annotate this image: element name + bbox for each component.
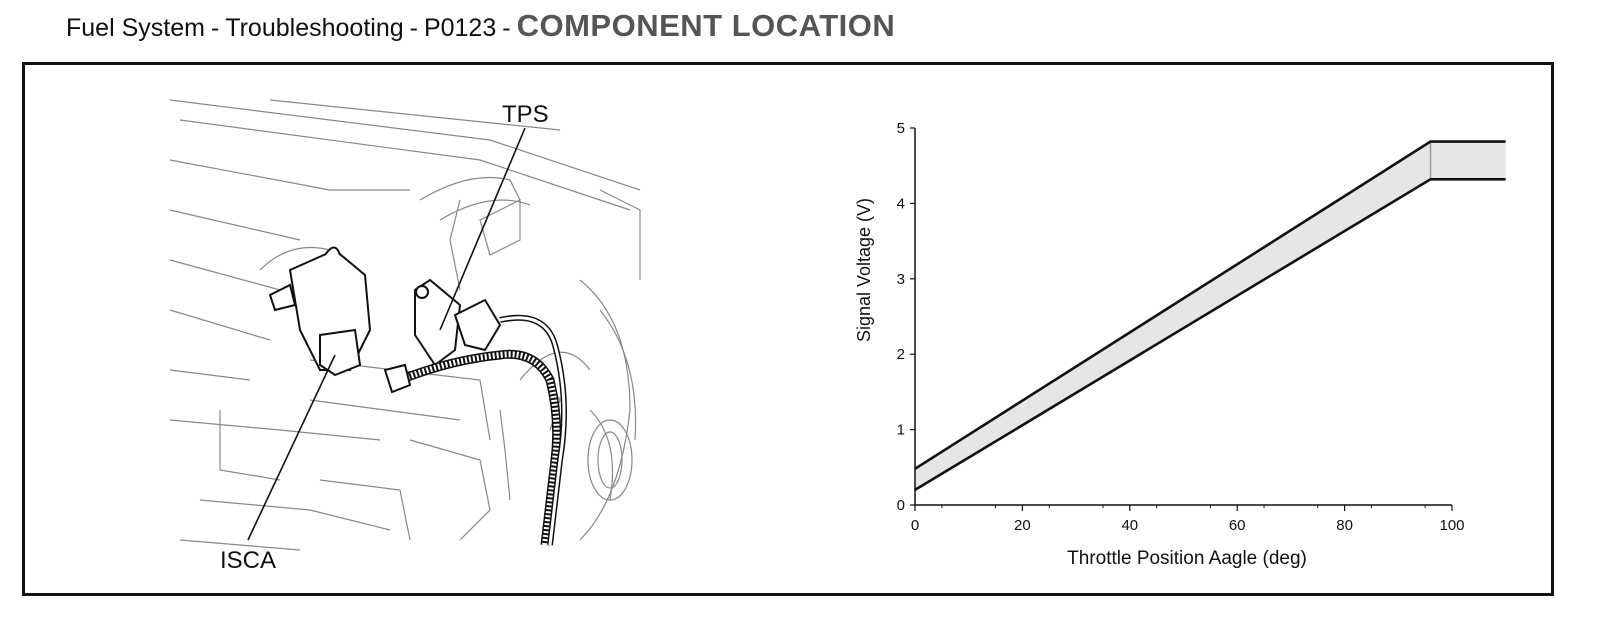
upper-limit-line <box>914 140 1506 470</box>
header-separator: - <box>409 14 418 42</box>
tps-sensor <box>414 278 502 367</box>
header-code: P0123 <box>423 14 497 42</box>
signal-voltage-chart: 0 20 40 60 80 100 0 1 2 3 4 5 Signal Voltage (V) Th… <box>854 120 1506 569</box>
leader-lines <box>247 127 526 541</box>
y-tick-label: 1 <box>897 422 905 439</box>
tolerance-band-fill <box>915 141 1506 490</box>
lower-limit-line <box>914 177 1506 492</box>
x-tick-label: 0 <box>911 517 919 534</box>
series-lines <box>914 140 1506 492</box>
y-tick-label: 0 <box>897 497 905 514</box>
x-tick-label: 80 <box>1336 517 1353 534</box>
y-axis-label: Signal Voltage (V) <box>854 198 874 342</box>
engine-background-drawing <box>169 99 641 551</box>
x-axis-label: Throttle Position Aagle (deg) <box>1067 548 1307 569</box>
chart-ticks: 0 20 40 60 80 100 0 1 2 3 4 5 <box>897 120 1465 534</box>
x-tick-label: 60 <box>1229 517 1246 534</box>
x-tick-label: 100 <box>1439 517 1464 534</box>
tolerance-band <box>915 141 1506 490</box>
header-separator: - <box>210 14 220 42</box>
tps-label: TPS <box>502 101 549 128</box>
content-frame <box>22 62 1554 596</box>
y-tick-label: 5 <box>897 120 905 137</box>
y-tick-label: 4 <box>897 195 905 212</box>
isca-actuator <box>268 246 372 377</box>
header-section: Fuel System <box>66 14 205 42</box>
isca-label: ISCA <box>220 547 276 574</box>
x-tick-label: 40 <box>1121 517 1138 534</box>
x-tick-label: 20 <box>1014 517 1031 534</box>
chart-axes <box>914 128 1452 506</box>
y-tick-label: 2 <box>897 346 905 363</box>
y-tick-label: 3 <box>897 271 905 288</box>
page-title: COMPONENT LOCATION <box>516 8 896 43</box>
wiring-harness <box>383 314 567 546</box>
page-header: Fuel System - Troubleshooting - P0123 - … <box>66 8 895 52</box>
component-location-diagram: TPS ISCA <box>169 99 641 574</box>
header-separator: - <box>502 14 511 42</box>
header-subsection: Troubleshooting <box>225 14 404 42</box>
